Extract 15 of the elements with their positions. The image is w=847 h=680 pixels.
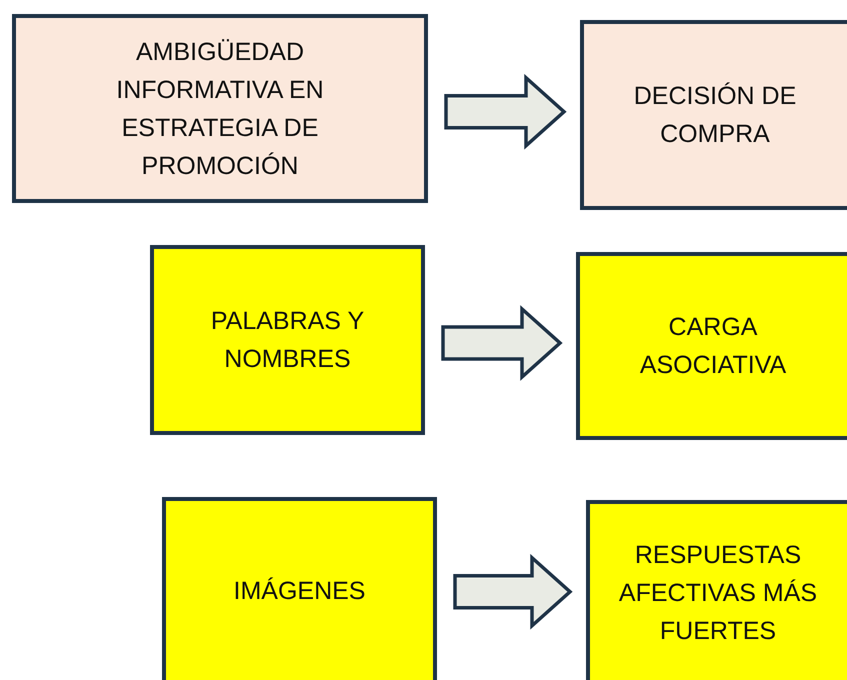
box-label: CARGA ASOCIATIVA: [638, 312, 788, 381]
process-box: [576, 252, 847, 440]
box-label: PALABRAS Y NOMBRES: [210, 306, 366, 375]
process-box: [586, 500, 847, 680]
block-arrow: [441, 305, 563, 381]
process-box: [580, 20, 847, 210]
box-label: DECISIÓN DE COMPRA: [632, 81, 798, 150]
process-box: [150, 245, 425, 435]
box-label: RESPUESTAS AFECTIVAS MÁS FUERTES: [618, 540, 818, 646]
box-label: AMBIGÜEDAD INFORMATIVA EN ESTRATEGIA DE PROMOCIÓN: [115, 36, 325, 182]
box-label: IMÁGENES: [234, 576, 366, 607]
block-arrow: [444, 74, 567, 150]
process-box: [162, 497, 437, 680]
process-box: [12, 14, 428, 203]
block-arrow: [453, 554, 573, 630]
